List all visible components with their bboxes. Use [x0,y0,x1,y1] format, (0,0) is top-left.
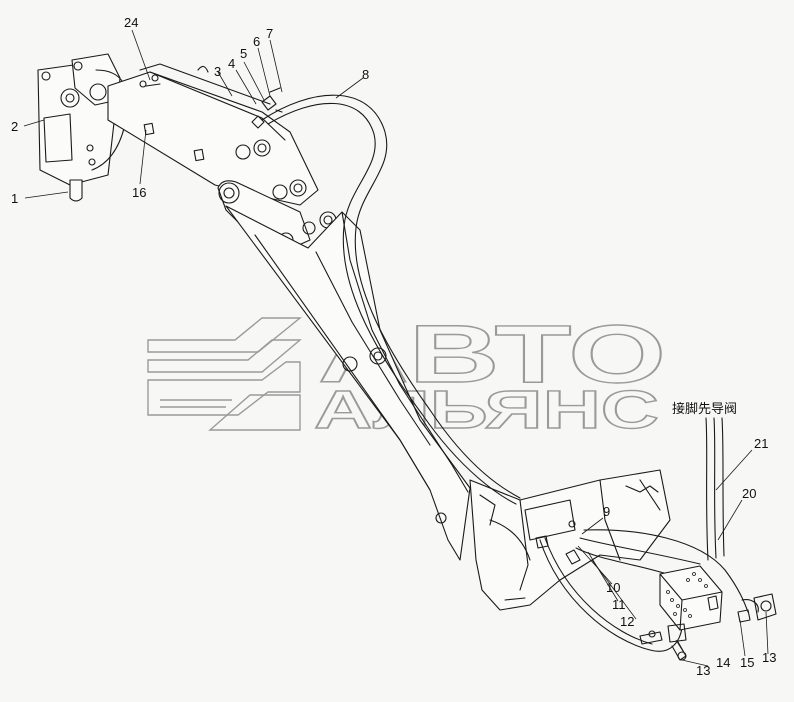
boom-arm [107,63,319,206]
callout-13-left: 13 [696,663,710,678]
annotation-pilot-valve: 接脚先导阀 [672,401,737,417]
pilot-lines-20-21 [705,417,725,561]
callout-12: 12 [620,614,634,629]
callout-4: 4 [228,56,235,71]
callout-5: 5 [240,46,247,61]
leader-lines [23,29,769,667]
hammer-bracket [37,53,129,202]
watermark-logo [147,317,302,431]
callout-14: 14 [716,655,730,670]
callout-13-right: 13 [762,650,776,665]
callout-6: 6 [253,34,260,49]
callout-10: 10 [606,580,620,595]
pilot-valve-block [659,565,723,631]
callout-labels: 1 2 3 4 5 6 7 8 9 10 11 12 13 14 15 13 1… [11,15,776,678]
callout-16: 16 [132,185,146,200]
base-frame [469,469,671,611]
fittings [639,593,777,661]
callout-15: 15 [740,655,754,670]
callout-7: 7 [266,26,273,41]
callout-24: 24 [124,15,138,30]
callout-20: 20 [742,486,756,501]
callout-3: 3 [214,64,221,79]
callout-9: 9 [603,504,610,519]
callout-8: 8 [362,67,369,82]
callout-2: 2 [11,119,18,134]
callout-11: 11 [612,597,626,612]
callout-21: 21 [754,436,768,451]
callout-1: 1 [11,191,18,206]
hose-8 [261,94,521,505]
clamp-parts [139,65,283,129]
